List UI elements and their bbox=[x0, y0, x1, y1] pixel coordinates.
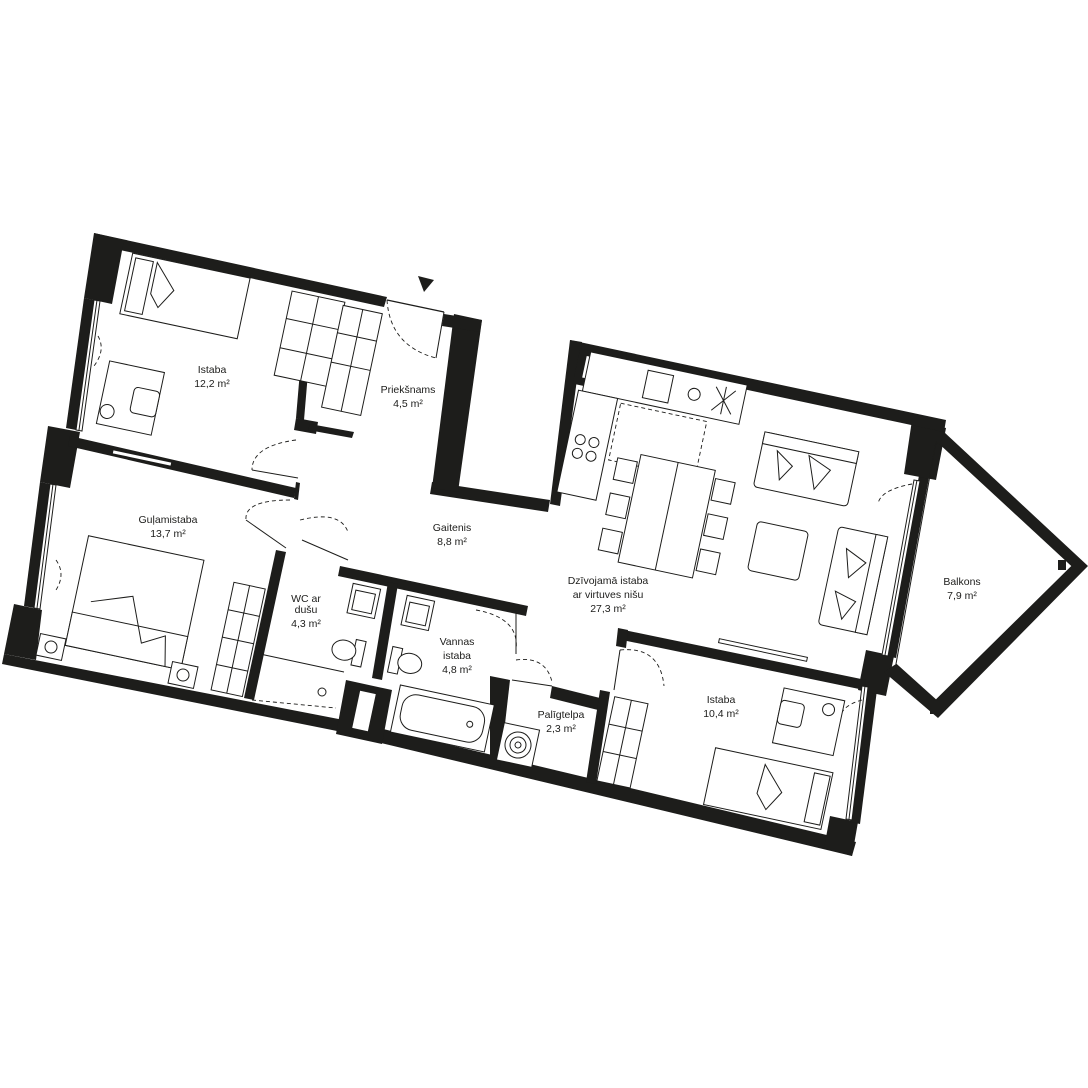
room-name: Palīgtelpa bbox=[538, 709, 585, 721]
entrance-arrow-icon bbox=[418, 276, 434, 292]
room-area: 27,3 m² bbox=[590, 603, 626, 615]
balcony bbox=[884, 432, 1088, 718]
shower-icon bbox=[251, 653, 345, 709]
room-area: 2,3 m² bbox=[546, 723, 576, 735]
sofa-icon bbox=[753, 431, 860, 507]
room-name: Istaba bbox=[707, 694, 736, 706]
room-name: Dzīvojamā istaba bbox=[568, 575, 649, 587]
washbasin-icon bbox=[346, 582, 382, 620]
windows bbox=[33, 299, 921, 821]
kitchen-counter-icon bbox=[556, 351, 748, 501]
room-name: istaba bbox=[443, 650, 471, 662]
room-name: Gaitenis bbox=[433, 522, 472, 534]
room-area: 4,5 m² bbox=[393, 398, 423, 410]
toilet-icon bbox=[331, 638, 367, 668]
bathtub-icon bbox=[389, 684, 495, 753]
room-area: 4,8 m² bbox=[442, 664, 472, 676]
wardrobe-icon bbox=[210, 581, 266, 698]
wardrobe-icon bbox=[596, 696, 649, 789]
desk-chair-icon bbox=[95, 360, 166, 436]
room-name: Vannas bbox=[440, 636, 475, 648]
doors bbox=[55, 299, 913, 721]
room-area: 8,8 m² bbox=[437, 536, 467, 548]
bed-icon bbox=[702, 747, 834, 831]
dining-table-icon bbox=[597, 453, 736, 579]
wardrobe-icon bbox=[320, 304, 383, 417]
room-area: 4,3 m² bbox=[291, 618, 321, 630]
toilet-icon bbox=[386, 645, 423, 675]
room-name: ar virtuves nišu bbox=[573, 589, 644, 601]
room-name: WC ar bbox=[291, 593, 321, 605]
coffee-table-icon bbox=[747, 521, 809, 581]
room-name: Guļamistaba bbox=[139, 514, 198, 526]
bed-icon bbox=[64, 535, 205, 671]
washbasin-icon bbox=[400, 594, 436, 632]
room-name: Istaba bbox=[198, 364, 227, 376]
room-area: 12,2 m² bbox=[194, 378, 230, 390]
sofa-icon bbox=[818, 526, 889, 636]
room-area: 13,7 m² bbox=[150, 528, 186, 540]
room-name: Priekšnams bbox=[381, 384, 436, 396]
room-name: Balkons bbox=[943, 576, 980, 588]
room-area: 7,9 m² bbox=[947, 590, 977, 602]
internal-walls bbox=[68, 300, 866, 784]
room-area: 10,4 m² bbox=[703, 708, 739, 720]
room-labels: Istaba 12,2 m² Priekšnams 4,5 m² Guļamis… bbox=[139, 364, 981, 735]
desk-chair-icon bbox=[771, 687, 846, 757]
bed-icon bbox=[119, 252, 251, 340]
room-name: dušu bbox=[295, 604, 318, 616]
washing-machine-icon bbox=[495, 722, 541, 768]
nightstand-icon bbox=[35, 632, 199, 690]
